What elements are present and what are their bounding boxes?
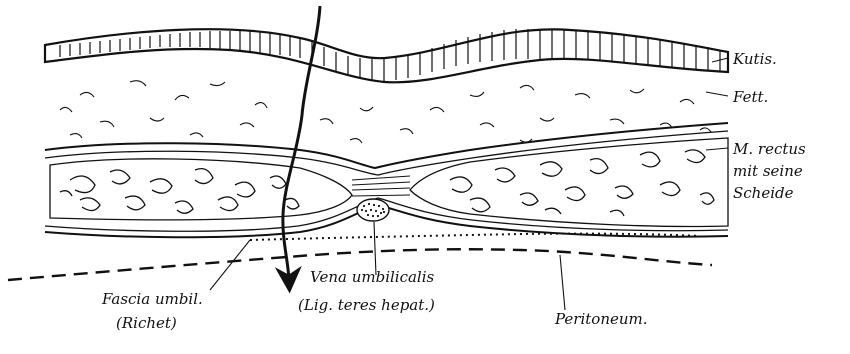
label-fascia-line2: (Richet) — [116, 314, 177, 332]
label-kutis: Kutis. — [733, 50, 777, 68]
label-rectus-line2: mit seine — [733, 162, 803, 180]
label-rectus-line3: Scheide — [733, 184, 794, 202]
incision-arrow — [283, 6, 320, 280]
label-vena-line1: Vena umbilicalis — [310, 268, 434, 286]
label-fascia-line1: Fascia umbil. — [102, 290, 203, 308]
label-rectus-line1: M. rectus — [733, 140, 806, 158]
umbilical-vein — [357, 199, 389, 275]
linea-alba-fibres — [352, 176, 410, 196]
label-peritoneum: Peritoneum. — [555, 310, 648, 328]
label-fett: Fett. — [733, 88, 768, 106]
skin-layer — [45, 29, 728, 82]
label-vena-line2: (Lig. teres hepat.) — [298, 296, 435, 314]
left-rectus-muscle — [50, 159, 352, 220]
